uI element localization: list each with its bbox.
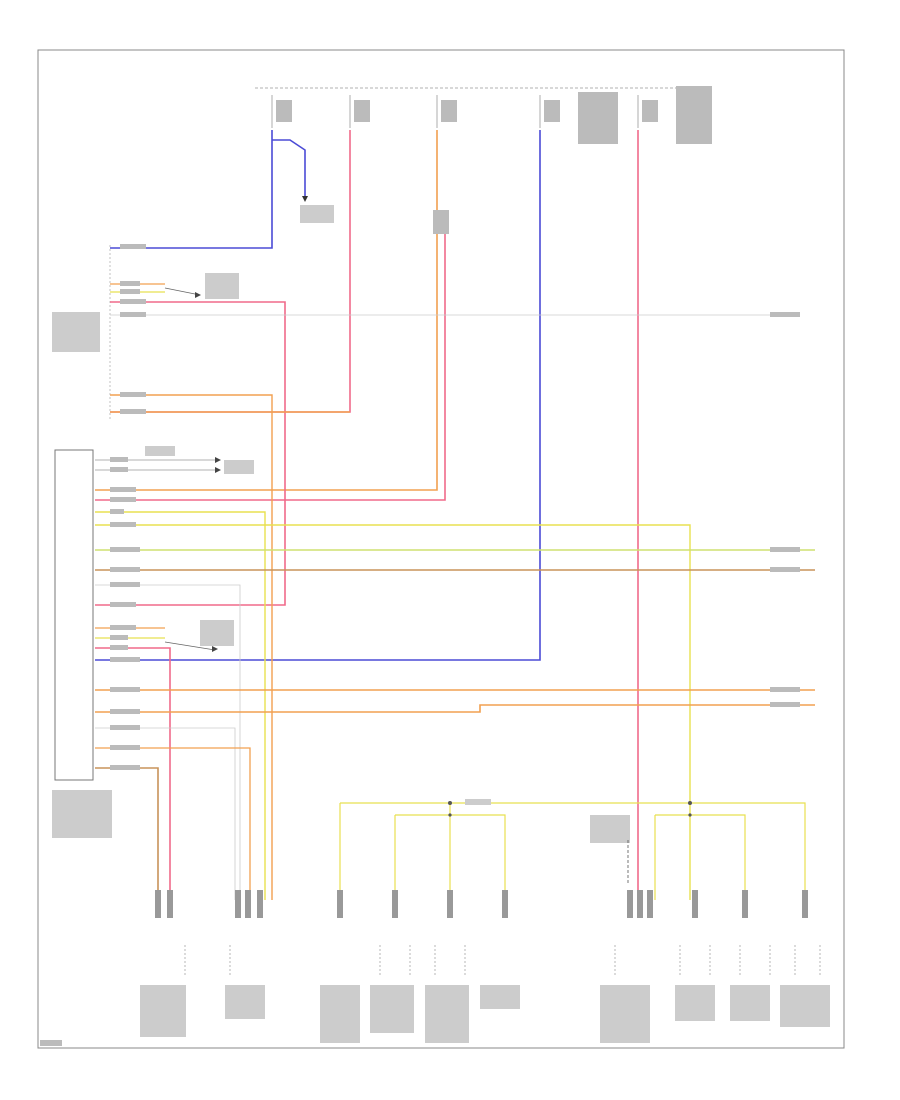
main-module <box>52 449 112 838</box>
wire-pink-hot2 <box>110 130 351 413</box>
b2-block <box>225 985 265 1019</box>
bottom-connectors <box>155 890 808 918</box>
wire-pink-hot3 <box>95 210 446 501</box>
wire-blue-ground <box>272 139 306 200</box>
right-edge-labels <box>770 312 800 707</box>
sensor-icon <box>195 292 201 298</box>
main-module-label-block <box>52 790 112 838</box>
wire-yellow-lower-bus2 <box>395 814 506 900</box>
wire-blue-upper <box>110 130 273 249</box>
wire-yellowgreen-m4 <box>95 524 691 900</box>
wire-orange-hot3 <box>95 130 438 491</box>
main-module-pins <box>110 457 140 770</box>
b3-block <box>320 985 360 1043</box>
wire-gray-m7 <box>95 584 241 900</box>
page-ref-block <box>40 1040 62 1046</box>
wire-orange-m12 <box>95 704 815 713</box>
sensor2-icon <box>212 646 218 652</box>
ground-label-block <box>300 205 334 223</box>
bus-label-block <box>465 799 491 805</box>
switch-label-block <box>145 446 175 456</box>
fuse-marks <box>271 95 639 128</box>
wire-orange-hot2 <box>110 130 352 414</box>
bottom-sensor <box>590 815 630 885</box>
wire-orange-u5 <box>110 394 273 900</box>
wire-yellow-lower-bus <box>340 802 806 900</box>
b10-block <box>780 985 830 1027</box>
arrow-m1-icon <box>215 457 221 463</box>
wire-pink-u3 <box>95 301 286 606</box>
b9-block <box>730 985 770 1021</box>
arrow-m2-icon <box>215 467 221 473</box>
b7-block <box>600 985 650 1043</box>
wire-orange-m14 <box>95 747 251 900</box>
ground-arrow-icon <box>302 196 308 202</box>
lower-sensor <box>164 620 234 652</box>
wire-yellow-m3 <box>95 511 266 900</box>
upper-module <box>52 245 111 420</box>
b6-block <box>480 985 520 1009</box>
upper-sensor <box>164 273 239 299</box>
fuse-text-blocks <box>276 86 712 144</box>
b5-block <box>425 985 469 1043</box>
wire-yellow-branch4 <box>655 814 746 900</box>
bottom-component-labels <box>140 985 830 1043</box>
b4-block <box>370 985 414 1033</box>
wire-blue-hot4 <box>95 130 541 661</box>
component-stubs <box>184 945 821 975</box>
b8-block <box>675 985 715 1021</box>
ground-block-m <box>224 460 254 474</box>
wire-gray-m13 <box>95 727 236 900</box>
b1-block <box>140 985 186 1037</box>
upper-module-pins <box>120 244 146 414</box>
splice-block-hot3 <box>433 210 449 234</box>
diagram-border <box>37 49 845 1049</box>
splice-dots <box>448 801 692 817</box>
